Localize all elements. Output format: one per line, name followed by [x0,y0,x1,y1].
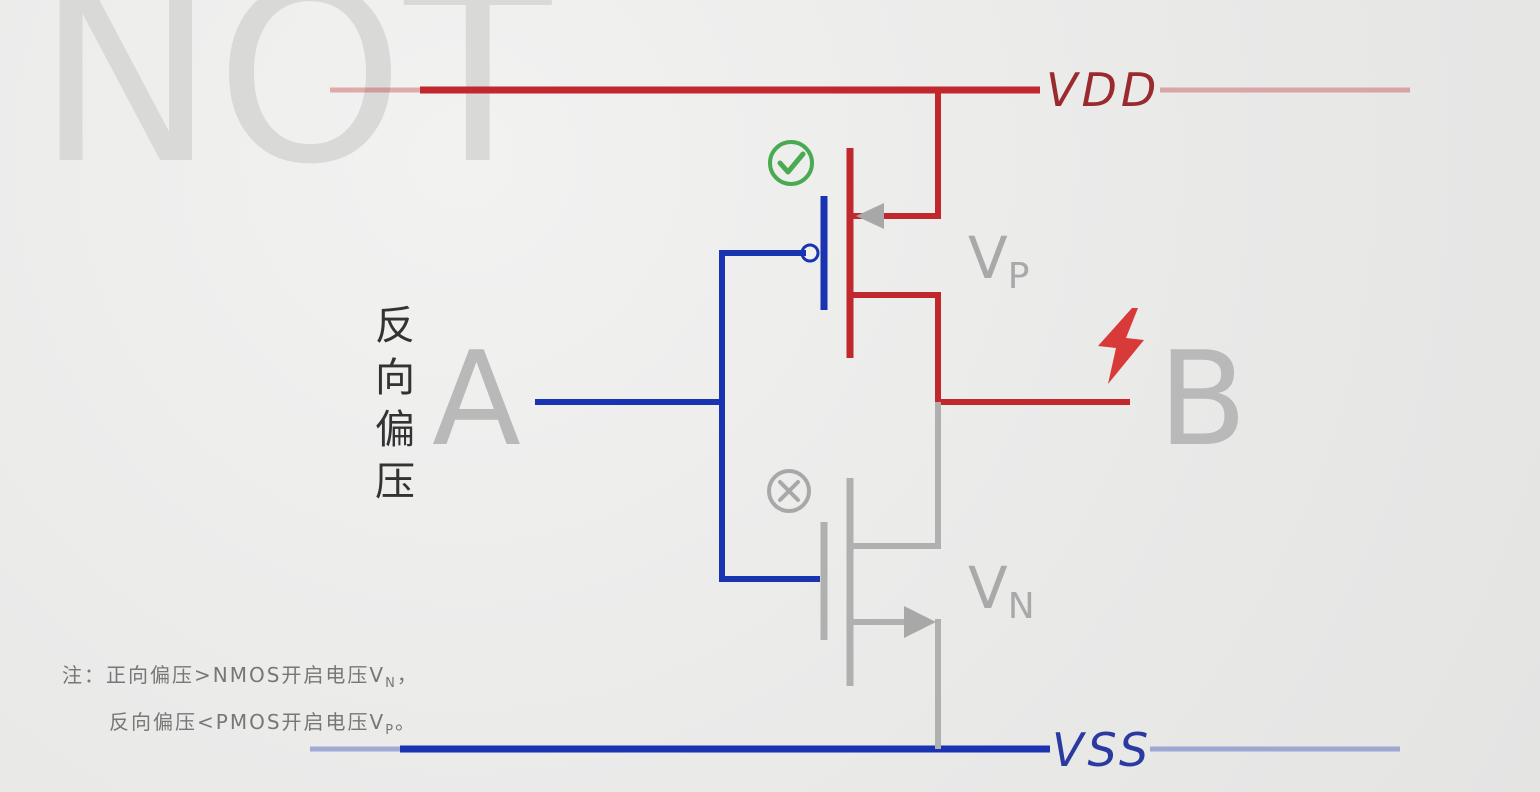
reverse-bias-char: 压 [375,459,415,505]
pmos-arrow [856,203,884,229]
input-wiring [535,250,820,582]
reverse-bias-label: 反 向 偏 压 [372,300,418,508]
gate-bus [719,250,820,582]
footnote-line-1: 注：正向偏压>NMOS开启电压VN， [62,663,419,691]
output-label: B [1158,323,1247,475]
vss-label: VSS [1052,723,1152,777]
lightning-bolt-icon [1098,308,1144,384]
x-circle-icon [767,469,811,513]
reverse-bias-char: 偏 [375,407,415,453]
reverse-bias-char: 向 [375,355,415,401]
reverse-bias-char: 反 [375,303,415,349]
nmos-transistor [820,402,941,749]
background-title: NOT [36,0,552,217]
vdd-label: VDD [1046,63,1160,117]
pmos-label: VP [968,224,1029,297]
check-circle-icon [768,140,814,186]
pmos-transistor [800,90,941,402]
pmos-drain-wire [850,292,941,402]
pmos-source-wire [850,90,941,219]
nmos-label: VN [968,554,1035,627]
nmos-arrow [904,606,936,638]
footnote: 注：正向偏压>NMOS开启电压VN， 反向偏压<PMOS开启电压VP。 [62,656,419,750]
input-label: A [432,323,521,475]
footnote-line-2: 反向偏压<PMOS开启电压VP。 [109,710,418,738]
